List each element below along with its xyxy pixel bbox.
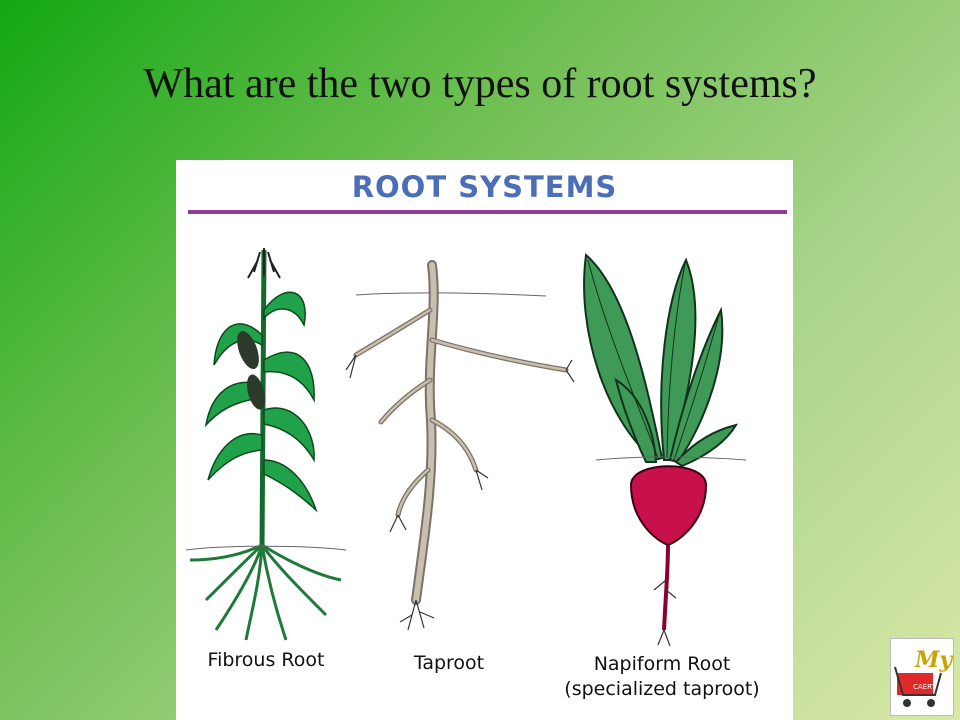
figure-heading: ROOT SYSTEMS [351, 170, 618, 204]
beet-illustration [583, 253, 747, 647]
logo-subtext: CAERT [913, 683, 936, 691]
heading-divider [188, 210, 787, 214]
root-systems-figure: ROOT SYSTEMS [176, 160, 793, 720]
caption-napiform-note: (specialized taproot) [564, 678, 760, 700]
mycaert-logo: My CAERT [890, 638, 954, 716]
cart-logo-icon: My CAERT [894, 647, 954, 707]
caption-napiform-root: Napiform Root (specialized taproot) [532, 652, 792, 702]
caption-fibrous-root: Fibrous Root [207, 649, 325, 671]
logo-text: My [914, 647, 953, 673]
caption-taproot: Taproot [413, 652, 485, 674]
corn-plant-illustration [185, 248, 347, 641]
slide-title: What are the two types of root systems? [143, 61, 817, 107]
taproot-illustration [345, 260, 575, 631]
caption-napiform-title: Napiform Root [593, 653, 731, 675]
root-illustrations [185, 248, 747, 647]
